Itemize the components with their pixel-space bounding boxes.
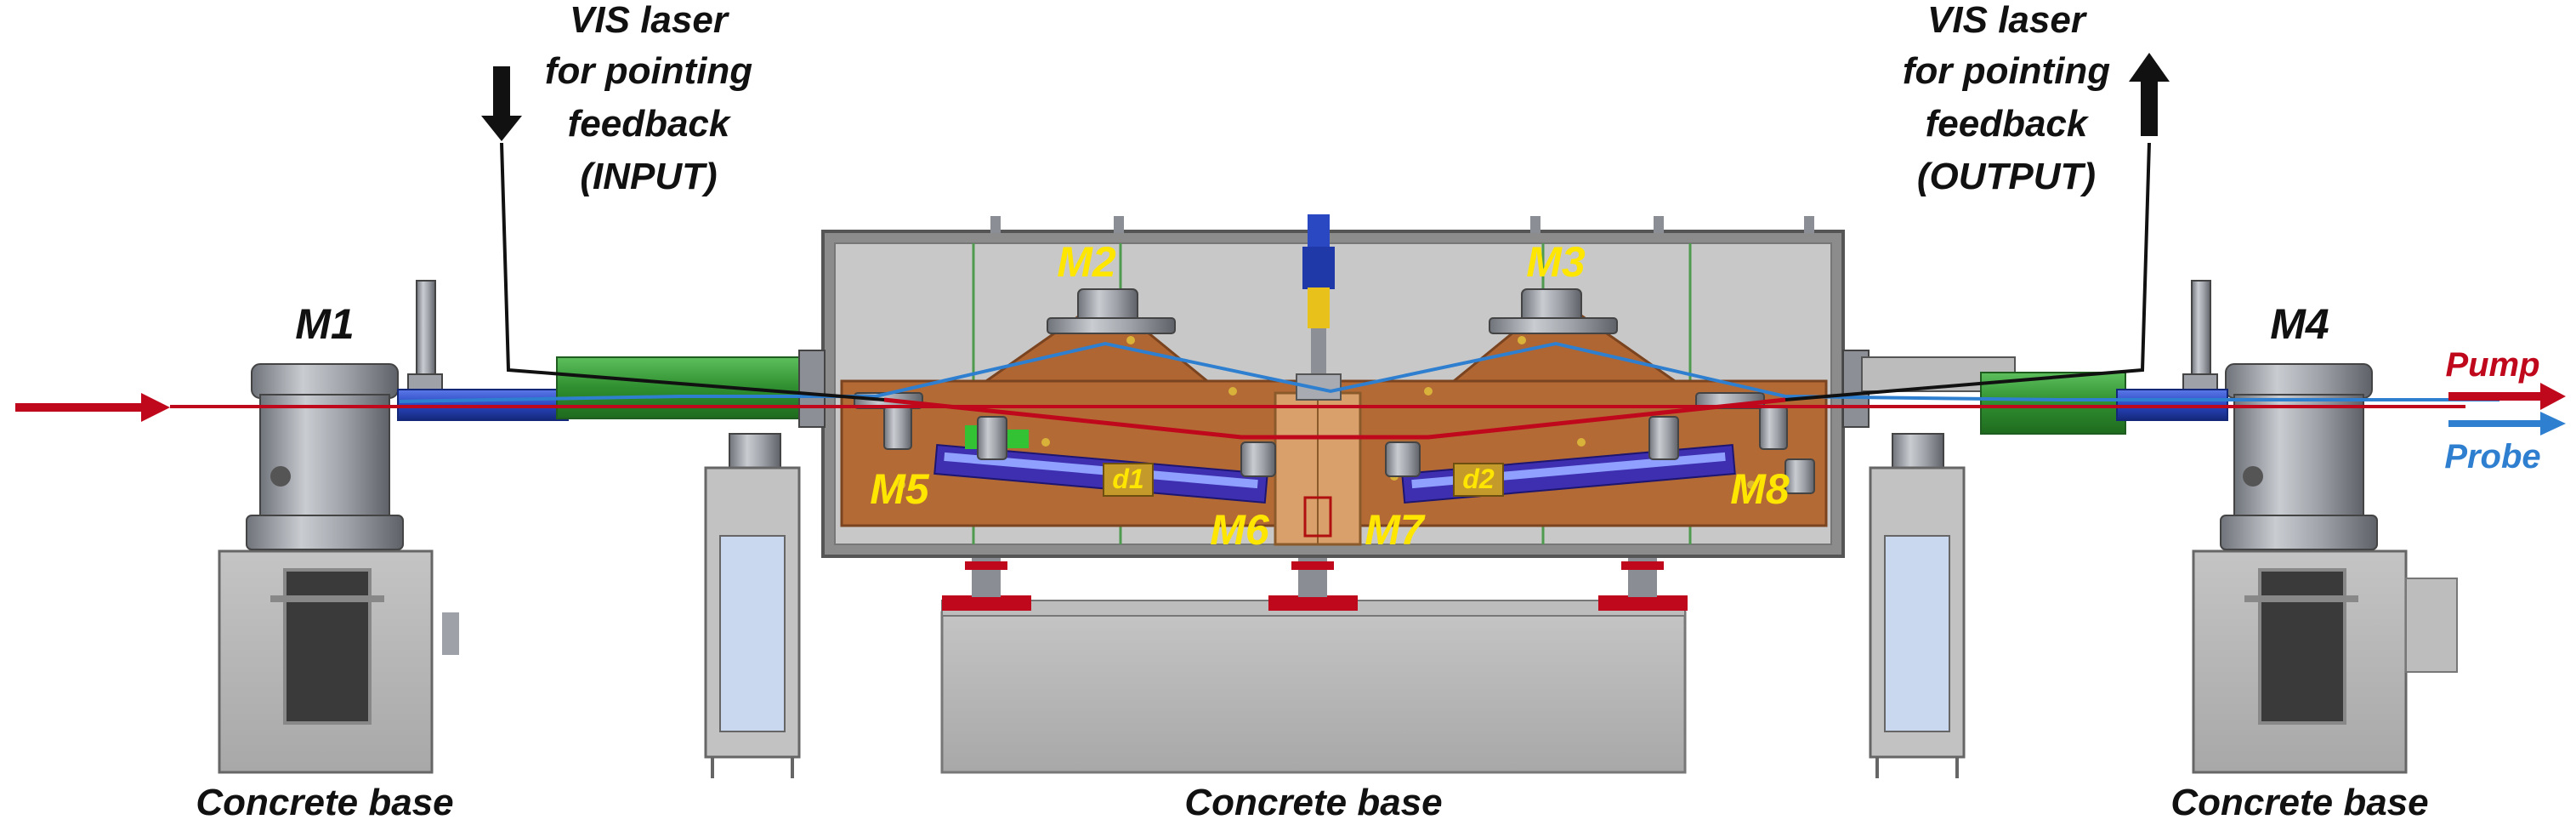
input-laser-arrow <box>481 66 522 141</box>
probe-output-arrow <box>2448 412 2566 435</box>
mirror-label-m7: M7 <box>1365 506 1426 554</box>
distance-label-d2: d2 <box>1462 464 1495 494</box>
mirror-label-m5: M5 <box>870 465 930 513</box>
m1-chamber <box>246 280 443 550</box>
pump-input-arrow <box>15 393 170 422</box>
output-laser-line-3: feedback <box>1926 103 2090 145</box>
inner-right-pedestal <box>1869 433 1966 778</box>
input-laser-line-4: (INPUT) <box>580 156 717 197</box>
concrete-base-label-center: Concrete base <box>1184 782 1442 823</box>
mirror-label-m3: M3 <box>1526 238 1586 286</box>
center-concrete-base <box>940 600 1687 774</box>
input-laser-line-3: feedback <box>568 103 732 145</box>
left-outer-pedestal <box>218 549 459 774</box>
distance-label-d1: d1 <box>1112 464 1143 494</box>
central-partition <box>1274 391 1362 546</box>
pump-output-arrow <box>2448 383 2566 410</box>
input-laser-line-1: VIS laser <box>570 0 730 41</box>
right-beam-pipe <box>1842 350 2228 435</box>
right-outer-pedestal <box>2192 549 2458 774</box>
output-laser-line-2: for pointing <box>1903 50 2110 92</box>
input-laser-line-2: for pointing <box>545 50 752 92</box>
probe-label: Probe <box>2444 438 2540 475</box>
output-laser-arrow <box>2129 53 2170 136</box>
mirror-label-m2: M2 <box>1057 238 1116 286</box>
concrete-base-label-right: Concrete base <box>2170 782 2428 823</box>
output-laser-line-1: VIS laser <box>1927 0 2088 41</box>
pump-label: Pump <box>2445 346 2539 384</box>
mirror-label-m8: M8 <box>1730 465 1790 513</box>
mirror-label-m6: M6 <box>1210 506 1270 554</box>
input-laser-label: VIS laser for pointing feedback (INPUT) <box>545 0 752 197</box>
probe-beam-path <box>399 341 2499 403</box>
chamber-support-feet <box>942 553 1688 611</box>
m4-chamber <box>2182 280 2378 550</box>
inner-left-pedestal <box>704 433 801 778</box>
internal-red-beam <box>883 397 1786 440</box>
concrete-base-label-left: Concrete base <box>196 782 453 823</box>
mirror-label-m1: M1 <box>295 300 354 348</box>
output-laser-label: VIS laser for pointing feedback (OUTPUT) <box>1903 0 2110 197</box>
mirror-label-m4: M4 <box>2270 300 2329 348</box>
mirror-mounts <box>854 288 1815 494</box>
output-laser-line-4: (OUTPUT) <box>1917 156 2096 197</box>
